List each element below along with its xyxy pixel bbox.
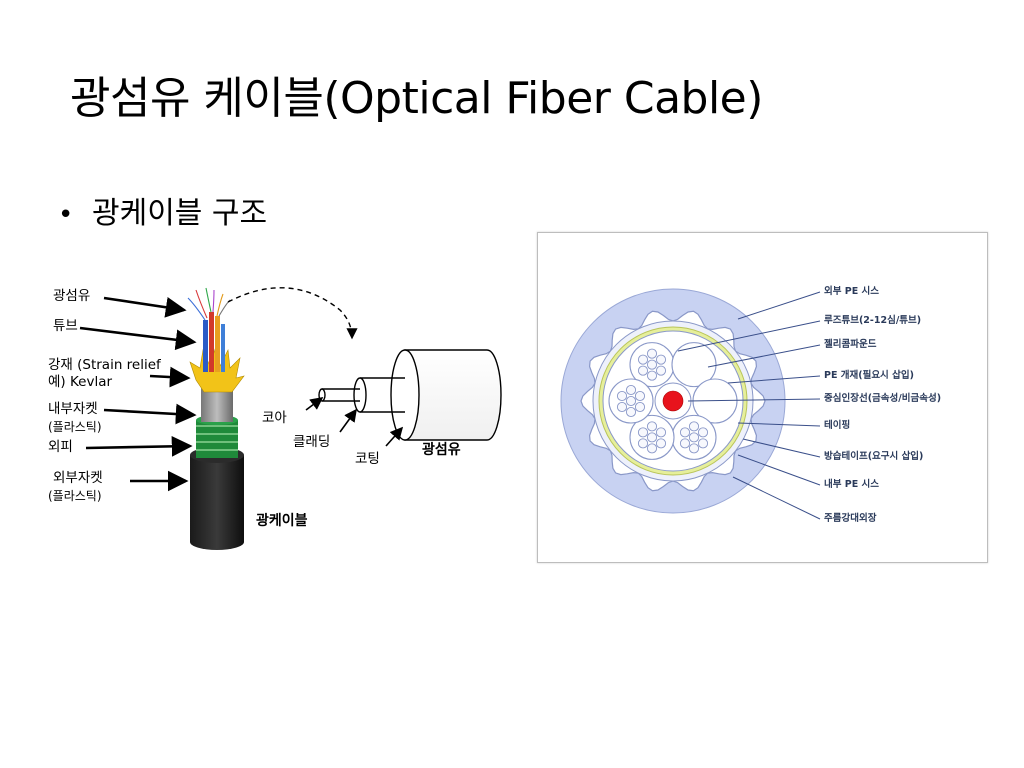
bullet-text: 광케이블 구조: [92, 196, 268, 231]
cs-label-loose-tube: 루즈튜브(2-12심/튜브): [824, 315, 922, 326]
cross-section-diagram: [560, 288, 821, 520]
fiber-0-5: [646, 348, 658, 359]
cs-label-corrugated-armor: 주름강대외장: [824, 513, 877, 524]
leader-line-1: [677, 320, 821, 352]
label-outer-jacket-1: 외부자켓: [53, 470, 103, 486]
fiber-5-5: [625, 384, 637, 396]
label-inner-jacket-2: (플라스틱): [48, 420, 102, 434]
label-tube: 튜브: [53, 318, 78, 334]
fiber-4-0: [646, 432, 658, 443]
fiber-0-3: [637, 365, 649, 376]
central-member: [662, 390, 684, 412]
fibers: [187, 287, 231, 321]
outer-jacket: [190, 447, 244, 550]
label-arrows: [79, 296, 197, 492]
fiber-3-5: [688, 421, 700, 432]
fiber-5-2: [634, 390, 646, 402]
cs-label-central-member: 중심인장선(금속성/비금속성): [824, 393, 942, 404]
cs-label-pe-filler: PE 개재(필요시 삽입): [824, 370, 914, 381]
fiber-5-1: [616, 390, 628, 402]
leader-line-8: [732, 476, 821, 520]
label-strength-2: 예) Kevlar: [48, 374, 113, 390]
leader-line-2: [707, 344, 821, 368]
label-coating: 코팅: [355, 451, 380, 467]
label-fiber-right: 광섬유: [422, 442, 461, 458]
fiber-3-4: [697, 438, 709, 449]
fiber-4-1: [637, 427, 649, 438]
fiber-part-arrows: [305, 397, 404, 447]
cs-label-jelly-compound: 젤리콤파운드: [824, 339, 877, 350]
fiber-3-3: [679, 438, 691, 449]
cs-label-inner-pe-sheath: 내부 PE 시스: [824, 479, 880, 490]
fiber-0-2: [655, 354, 667, 365]
label-outer-jacket-2: (플라스틱): [48, 489, 102, 503]
cladding-cylinder: [360, 377, 405, 413]
core-cylinder: [322, 388, 360, 402]
buffer-tubes: [203, 312, 225, 372]
label-cable: 광케이블: [256, 513, 308, 529]
fiber-0-1: [637, 354, 649, 365]
label-inner-jacket-1: 내부자켓: [48, 401, 98, 417]
label-armor: 외피: [48, 439, 73, 455]
fiber-3-2: [697, 427, 709, 438]
coating-cylinder: [404, 349, 502, 441]
bullet-item: • 광케이블 구조: [58, 188, 267, 232]
bullet-dot: •: [58, 200, 74, 230]
fiber-0-0: [646, 359, 658, 370]
dashed-arc: [227, 287, 358, 340]
fiber-5-3: [616, 401, 628, 413]
leader-line-6: [742, 438, 821, 458]
leader-line-5: [737, 422, 821, 427]
cs-label-taping: 테이핑: [824, 420, 851, 431]
leader-line-4: [687, 398, 821, 402]
label-cladding: 클래딩: [293, 434, 331, 450]
leader-line-7: [737, 454, 821, 486]
fiber-3-6: [688, 443, 700, 454]
fiber-5-0: [625, 395, 637, 407]
slide-title: 광섬유 케이블(Optical Fiber Cable): [70, 73, 763, 124]
cs-label-outer-pe-sheath: 외부 PE 시스: [824, 286, 880, 297]
label-core: 코아: [262, 410, 287, 426]
fiber-3-1: [679, 427, 691, 438]
leader-line-3: [727, 375, 821, 384]
label-fiber: 광섬유: [53, 288, 91, 304]
label-strength-1: 강재 (Strain relief: [48, 357, 161, 373]
cross-section-frame: 외부 PE 시스 루즈튜브(2-12심/튜브) 젤리콤파운드 PE 개재(필요시…: [537, 232, 988, 563]
fiber-3-0: [688, 432, 700, 443]
cable-illustration: [79, 287, 502, 550]
fiber-0-6: [646, 370, 658, 381]
cs-label-moisture-tape: 방습테이프(요구시 삽입): [824, 451, 924, 462]
pe-filler-1: [671, 342, 717, 388]
fiber-4-3: [637, 438, 649, 449]
fiber-0-4: [655, 365, 667, 376]
fiber-5-6: [625, 406, 637, 418]
leader-line-0: [737, 291, 821, 320]
fiber-4-4: [655, 438, 667, 449]
fiber-4-2: [655, 427, 667, 438]
fiber-5-4: [634, 401, 646, 413]
fiber-4-5: [646, 421, 658, 432]
fiber-cross-section: [318, 349, 502, 441]
fiber-4-6: [646, 443, 658, 454]
